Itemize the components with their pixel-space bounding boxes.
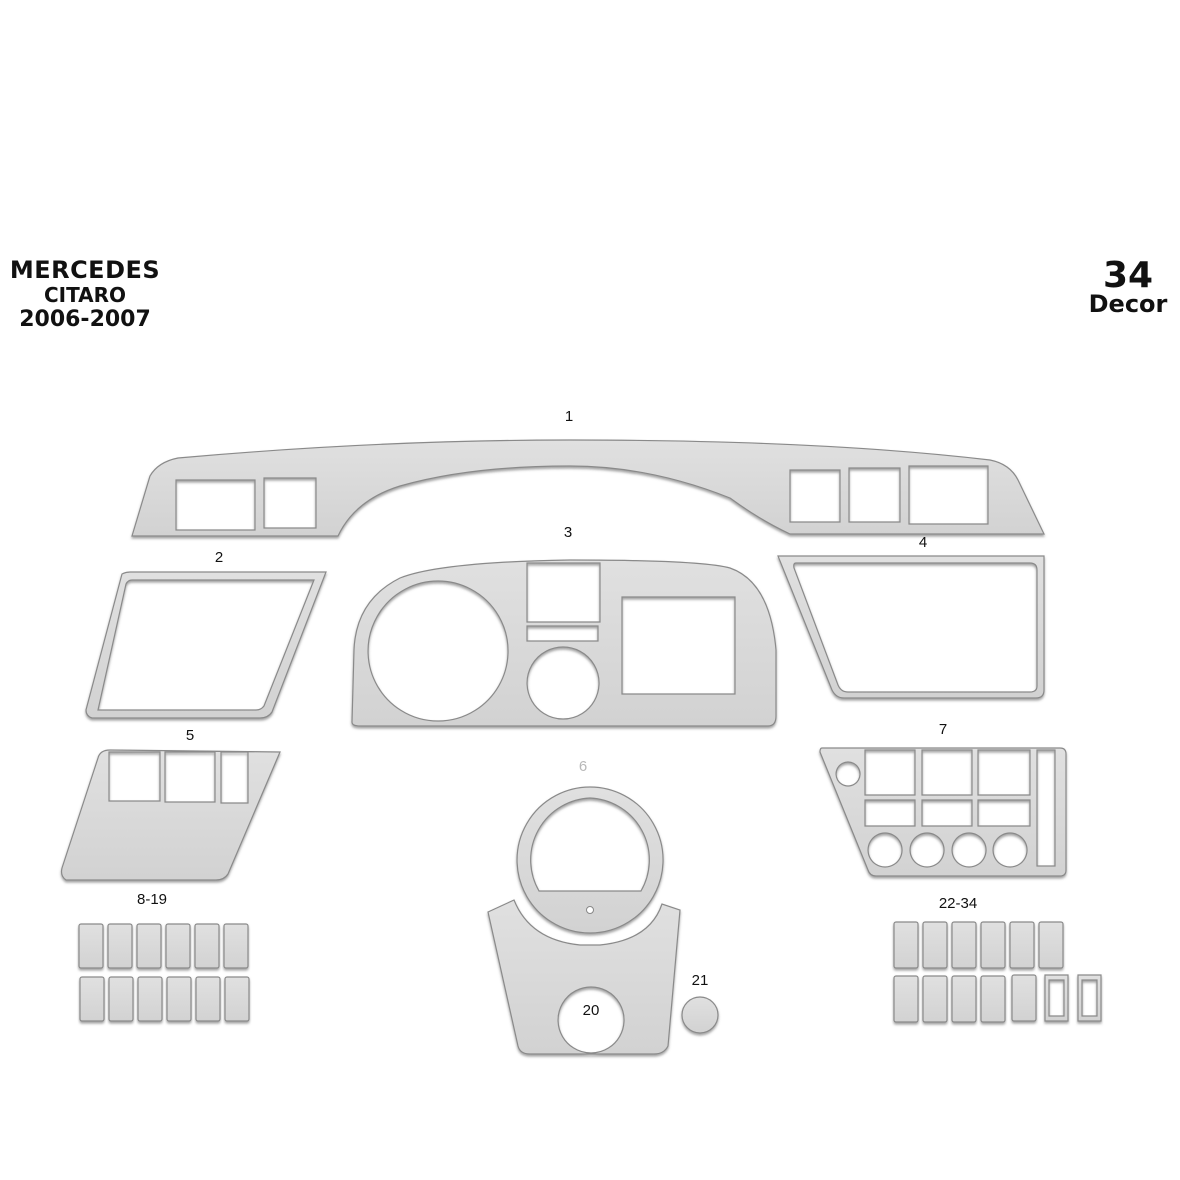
part-6-screw-hole — [586, 906, 594, 914]
label-part-6: 6 — [578, 758, 588, 775]
label-part-2: 2 — [214, 549, 224, 566]
part-1-dashboard-strip — [131, 439, 1045, 537]
label-part-21: 21 — [691, 972, 709, 989]
part-3-instrument-panel — [351, 559, 777, 727]
vehicle-title: MERCEDES CITARO 2006-2007 — [0, 258, 170, 331]
label-part-1: 1 — [564, 408, 574, 425]
label-part-4: 4 — [918, 534, 928, 551]
piece-unit: Decor — [1088, 290, 1168, 318]
brand-name: MERCEDES — [9, 256, 161, 284]
parts-22-34-switch-caps — [893, 921, 1102, 1023]
label-part-20: 20 — [582, 1002, 600, 1019]
label-part-7: 7 — [938, 721, 948, 738]
label-part-5: 5 — [185, 727, 195, 744]
label-parts-22-34: 22-34 — [938, 895, 978, 912]
parts-8-19-switch-caps — [78, 923, 250, 1022]
part-6-gauge-ring — [516, 786, 664, 934]
model-name: CITARO — [43, 283, 127, 307]
part-21-disc — [681, 996, 719, 1034]
model-years: 2006-2007 — [19, 307, 151, 332]
part-4-right-frame — [777, 555, 1045, 699]
part-20-console-plate — [487, 899, 681, 1055]
label-part-3: 3 — [563, 524, 573, 541]
part-5-left-switch-panel — [60, 749, 281, 881]
part-7-right-switch-panel — [819, 747, 1067, 877]
piece-count: 34 — [1102, 255, 1154, 296]
piece-count-badge: 34 Decor — [1076, 255, 1180, 318]
part-2-left-frame — [85, 571, 327, 719]
label-parts-8-19: 8-19 — [136, 891, 168, 908]
